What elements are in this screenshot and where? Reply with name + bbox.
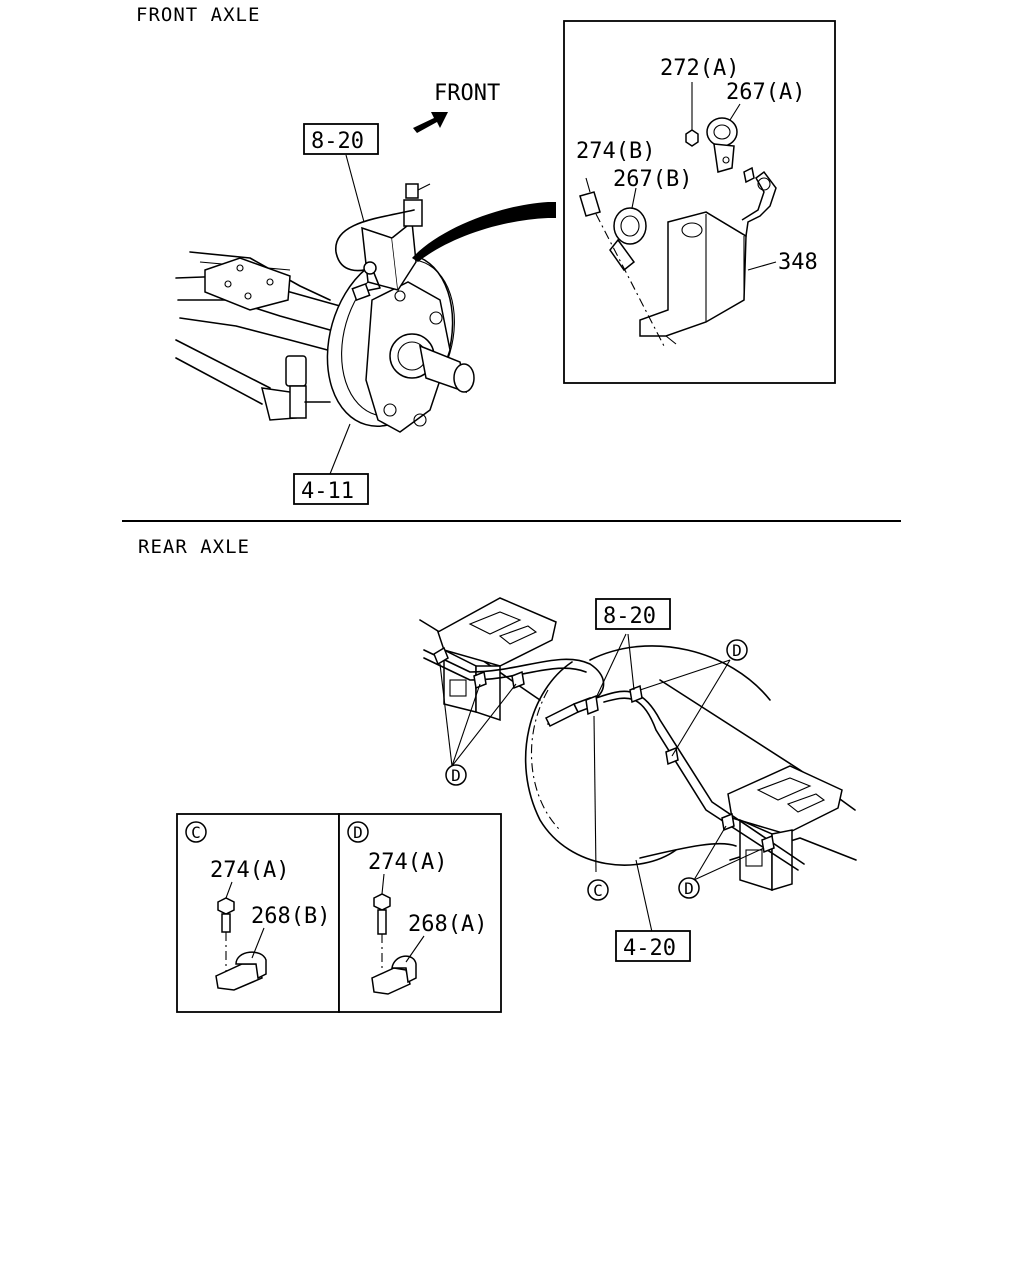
detail-label-clip-b: 267(B)	[613, 167, 692, 192]
svg-text:C: C	[191, 823, 201, 842]
detail-c-bolt-label: 274(A)	[210, 858, 289, 883]
svg-text:D: D	[684, 879, 694, 898]
detail-c-marker: C	[185, 821, 207, 843]
front-ref-box-top	[303, 123, 379, 155]
front-direction-label: FRONT	[434, 81, 500, 106]
rear-axle-title: REAR AXLE	[138, 536, 250, 558]
svg-text:D: D	[353, 823, 363, 842]
svg-text:D: D	[451, 766, 461, 785]
rear-ref-top: 8-20	[603, 604, 656, 629]
detail-c-parts	[215, 881, 267, 991]
front-direction-arrow	[413, 112, 448, 133]
front-ref-top: 8-20	[311, 129, 364, 154]
detail-d-parts	[371, 873, 425, 995]
detail-d-bolt-label: 274(A)	[368, 850, 447, 875]
detail-label-bolt: 274(B)	[576, 139, 655, 164]
rear-ref-box-bottom	[615, 930, 691, 962]
front-axle-assembly	[175, 154, 556, 475]
detail-label-bracket: 348	[778, 250, 818, 275]
svg-text:C: C	[593, 881, 603, 900]
front-ref-box-bottom	[293, 473, 369, 505]
front-ref-bottom: 4-11	[301, 479, 354, 504]
rear-ref-box-top	[595, 598, 671, 630]
detail-label-clip-a: 267(A)	[726, 80, 805, 105]
detail-d-box	[338, 813, 502, 1013]
marker-d-left: D	[445, 764, 467, 786]
front-axle-title: FRONT AXLE	[136, 4, 260, 26]
marker-d-top-right: D	[726, 639, 748, 661]
detail-label-nut: 272(A)	[660, 56, 739, 81]
marker-c: C	[587, 879, 609, 901]
detail-d-marker: D	[347, 821, 369, 843]
detail-d-clip-label: 268(A)	[408, 912, 487, 937]
svg-text:D: D	[732, 641, 742, 660]
rear-ref-bottom: 4-20	[623, 936, 676, 961]
marker-d-bottom-right: D	[678, 877, 700, 899]
detail-c-clip-label: 268(B)	[251, 904, 330, 929]
front-detail-parts	[579, 82, 777, 347]
rear-axle-assembly	[419, 597, 857, 933]
